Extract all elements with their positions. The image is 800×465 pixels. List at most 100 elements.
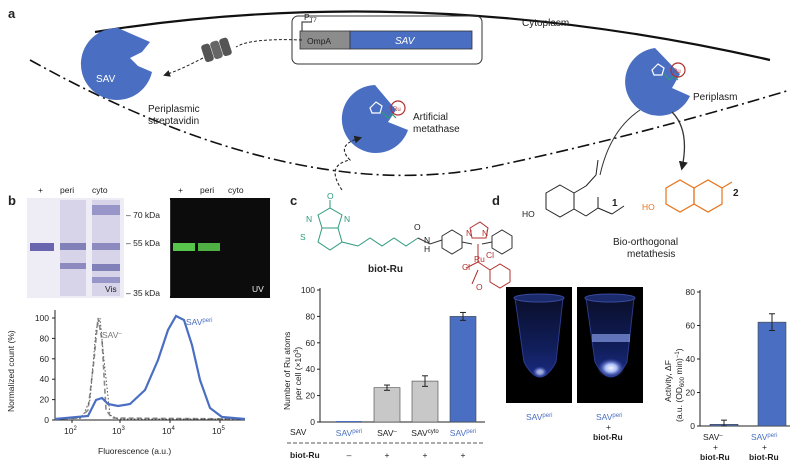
c-row2-cell: +	[423, 450, 428, 460]
ytick-label: 40	[306, 364, 316, 374]
tube2-plus: +	[606, 422, 611, 432]
flow-xtick-label: 105	[212, 426, 225, 436]
atom-o3: O	[476, 282, 483, 292]
ompa-label: OmpA	[307, 36, 331, 46]
ru-label-metathase: Ru	[393, 107, 401, 113]
sav-minus-label: SAV–	[102, 330, 122, 340]
compound-1-label: 1	[612, 198, 618, 209]
flow-ytick-label: 80	[40, 333, 50, 343]
flow-ytick-label: 60	[40, 354, 50, 364]
ho-label-2: HO	[642, 202, 655, 212]
panel-a: a PT7 OmpA SAV Cytoplasm Periplasm SAV	[8, 6, 791, 260]
d-x2-label: SAVperi	[751, 432, 777, 442]
tube-photo-2	[577, 287, 643, 403]
artificial-label-2: metathase	[413, 124, 460, 135]
atom-nh2: N	[344, 214, 350, 224]
c-ylabel-2: per cell (×103)	[293, 347, 303, 400]
promoter-label: PT7	[304, 12, 317, 24]
ytick-label: 0	[310, 417, 315, 427]
c-row2-cell: –	[347, 450, 352, 460]
flow-xtick-label: 104	[162, 426, 175, 436]
sav-minus-curve	[54, 317, 246, 420]
compound-2-label: 2	[733, 188, 739, 199]
periplasm-metathase: Ru	[625, 48, 690, 116]
sav-peri-curve	[54, 314, 246, 421]
c-row1-cell: SAV–	[377, 428, 397, 438]
atom-nh3: N	[424, 235, 430, 245]
atom-cl1: Cl	[486, 250, 494, 260]
gel1-lane-2: peri	[60, 185, 74, 195]
d-x1-label: SAV–	[703, 432, 723, 442]
flow-ytick-label: 40	[40, 374, 50, 384]
flow-xtick-label: 102	[64, 426, 77, 436]
flow-ylabel: Normalized count (%)	[6, 330, 16, 412]
c-row2-cell: +	[385, 450, 390, 460]
atom-cl2: Cl	[462, 262, 470, 272]
d-ylabel-2: (a.u. (OD600 min)−1)	[674, 348, 686, 422]
sav-protein-label: SAV	[96, 74, 116, 85]
uv-label: UV	[252, 284, 264, 294]
d-x2-biot: biot-Ru	[749, 452, 779, 462]
bar	[757, 321, 787, 427]
outer-membrane	[29, 59, 791, 177]
periplasmic-label-2: streptavidin	[148, 116, 199, 127]
d-ylabel-1: Activity, ΔF	[663, 360, 673, 402]
ytick-label: 80	[306, 311, 316, 321]
flow-ytick-label: 100	[35, 313, 49, 323]
bar	[449, 316, 477, 423]
bio-orthogonal-label: Bio-orthogonal	[613, 237, 678, 248]
tube-photo-1	[506, 287, 572, 403]
panel-label-c: c	[290, 193, 297, 208]
c-row1-label: SAV	[290, 427, 307, 437]
atom-n2: N	[482, 228, 488, 238]
tube1-label: SAVperi	[526, 412, 552, 422]
c-row2-cell: +	[461, 450, 466, 460]
control-curve	[54, 317, 245, 420]
panel-label-d: d	[492, 193, 500, 208]
vis-label: Vis	[105, 284, 117, 294]
substrate-structure	[545, 159, 625, 218]
metathesis-label: metathesis	[627, 249, 675, 260]
product-structure	[665, 179, 733, 213]
ytick-label: 60	[686, 321, 696, 331]
ytick-label: 20	[686, 388, 696, 398]
c-row2-label: biot-Ru	[290, 450, 320, 460]
sav-gene-label: SAV	[395, 36, 416, 47]
c-row1-cell: SAVcyto	[411, 428, 439, 438]
artificial-metathase: Ru	[341, 85, 408, 153]
d-x1-biot: biot-Ru	[700, 452, 730, 462]
d-x2-plus: +	[762, 442, 767, 452]
ytick-label: 80	[686, 287, 696, 297]
biot-ru-structure	[317, 200, 513, 289]
marker-35: – 35 kDa	[126, 288, 160, 298]
marker-70: – 70 kDa	[126, 210, 160, 220]
cytoplasm-label: Cytoplasm	[522, 18, 569, 29]
panel-label-a: a	[8, 6, 16, 21]
bar	[336, 421, 362, 422]
flow-ytick-label: 0	[44, 415, 49, 425]
atom-h: H	[424, 244, 430, 254]
d-x1-plus: +	[713, 442, 718, 452]
ho-label-1: HO	[522, 209, 535, 219]
flow-ytick-label: 20	[40, 395, 50, 405]
panel-c: c	[282, 191, 513, 460]
bar	[411, 380, 439, 423]
membrane-transporter	[201, 37, 232, 63]
sav-peri-label: SAVperi	[186, 317, 212, 327]
c-row1-cell: SAVperi	[336, 428, 362, 438]
atom-nh1: N	[306, 214, 312, 224]
coomassie-gel: Vis	[27, 198, 124, 298]
ru-label-periplasm: Ru	[673, 69, 681, 75]
inner-membrane	[94, 10, 771, 62]
gel1-lane-1: +	[38, 185, 43, 195]
sav-gene-segment	[349, 30, 473, 50]
tube2-biot: biot-Ru	[593, 432, 623, 442]
gel1-lane-3: cyto	[92, 185, 108, 195]
ytick-label: 100	[301, 285, 315, 295]
atom-ru: Ru	[474, 254, 485, 264]
ytick-label: 40	[686, 354, 696, 364]
